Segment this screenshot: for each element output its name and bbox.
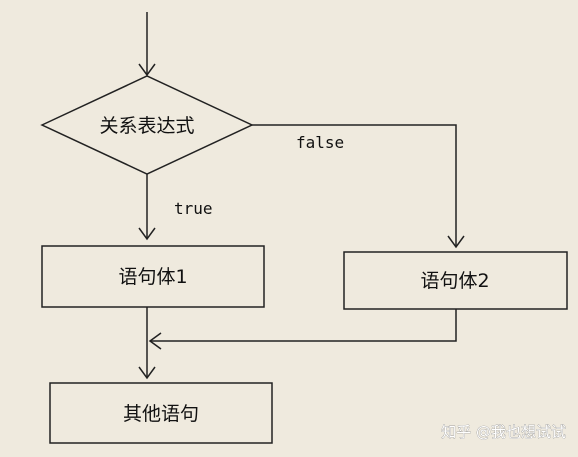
decision-label: 关系表达式 (99, 115, 194, 137)
true-label: true (174, 199, 213, 218)
merge-arrowhead (148, 332, 162, 350)
merge-line (150, 309, 457, 342)
statement-box-3 (49, 382, 273, 444)
false-branch-line (252, 124, 457, 246)
statement-box-3-label: 其他语句 (123, 403, 199, 425)
true-branch-arrowhead (138, 227, 156, 241)
statement-box-2-label: 语句体2 (420, 270, 489, 292)
false-label: false (296, 133, 344, 152)
false-branch-arrowhead (447, 235, 465, 249)
down-arrowhead (138, 366, 156, 380)
watermark: 知乎 @我也想试试 (441, 423, 566, 441)
statement-box-1 (41, 245, 265, 308)
entry-arrowhead (138, 63, 156, 77)
statement-box-1-label: 语句体1 (118, 266, 187, 288)
